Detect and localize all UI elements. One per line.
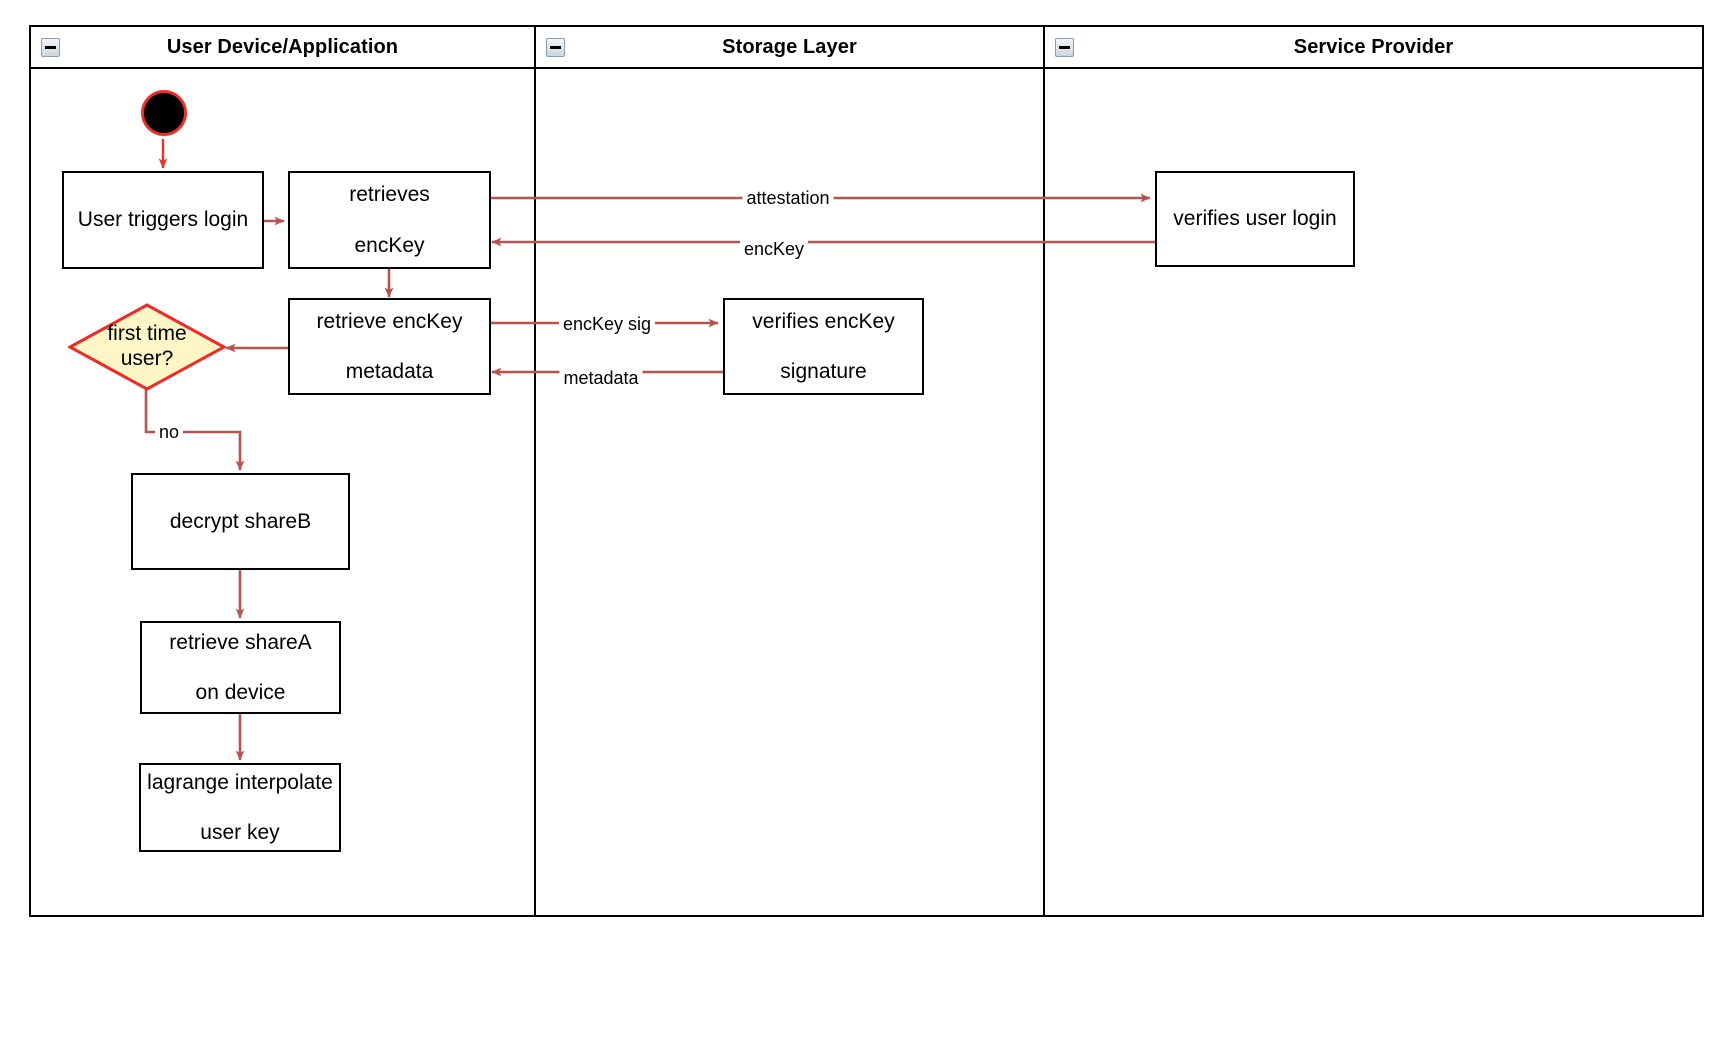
swimlane-title-service-provider: Service Provider (1293, 36, 1454, 58)
start-node[interactable] (141, 90, 187, 136)
node-label: retrieves encKey (349, 183, 430, 257)
edge-label-metadata: metadata (559, 367, 643, 389)
swimlane-service-provider[interactable]: Service Provider (1043, 27, 1702, 915)
node-retrieves-enckey[interactable]: retrieves encKey (288, 171, 491, 269)
node-retrieve-sharea-on-device[interactable]: retrieve shareA on device (140, 621, 341, 714)
node-user-triggers-login[interactable]: User triggers login (62, 171, 264, 269)
node-retrieve-enckey-metadata[interactable]: retrieve encKey metadata (288, 298, 491, 395)
swimlane-title-user-device: User Device/Application (166, 36, 399, 58)
swimlane-title-storage-layer: Storage Layer (722, 36, 857, 58)
collapse-minus-icon[interactable] (1055, 38, 1074, 57)
node-decrypt-shareb[interactable]: decrypt shareB (131, 473, 350, 570)
edge-label-enckey: encKey (739, 238, 809, 260)
node-label: decrypt shareB (169, 509, 312, 533)
swimlane-header-storage-layer[interactable]: Storage Layer (536, 27, 1043, 69)
node-lagrange-interpolate-user-key[interactable]: lagrange interpolate user key (139, 763, 341, 852)
node-label: User triggers login (77, 208, 249, 232)
edge-label-enckey-sig: encKey sig (558, 313, 656, 335)
node-verifies-enckey-signature[interactable]: verifies encKey signature (723, 298, 924, 395)
decision-label: first time user? (107, 322, 187, 370)
swimlane-header-service-provider[interactable]: Service Provider (1045, 27, 1702, 69)
swimlane-header-user-device[interactable]: User Device/Application (31, 27, 534, 69)
decision-diamond-shape (68, 303, 226, 391)
collapse-minus-icon[interactable] (546, 38, 565, 57)
node-label: lagrange interpolate user key (147, 770, 333, 845)
node-first-time-user-decision[interactable]: first time user? (68, 303, 226, 391)
node-label: retrieve shareA on device (169, 630, 312, 705)
node-label: retrieve encKey metadata (316, 309, 463, 384)
edge-label-no: no (154, 421, 184, 443)
edge-label-attestation: attestation (742, 187, 834, 209)
node-label: verifies encKey signature (752, 309, 895, 384)
node-label: verifies user login (1173, 207, 1337, 231)
swimlane-storage-layer[interactable]: Storage Layer (534, 27, 1043, 915)
node-verifies-user-login[interactable]: verifies user login (1155, 171, 1355, 267)
collapse-minus-icon[interactable] (41, 38, 60, 57)
